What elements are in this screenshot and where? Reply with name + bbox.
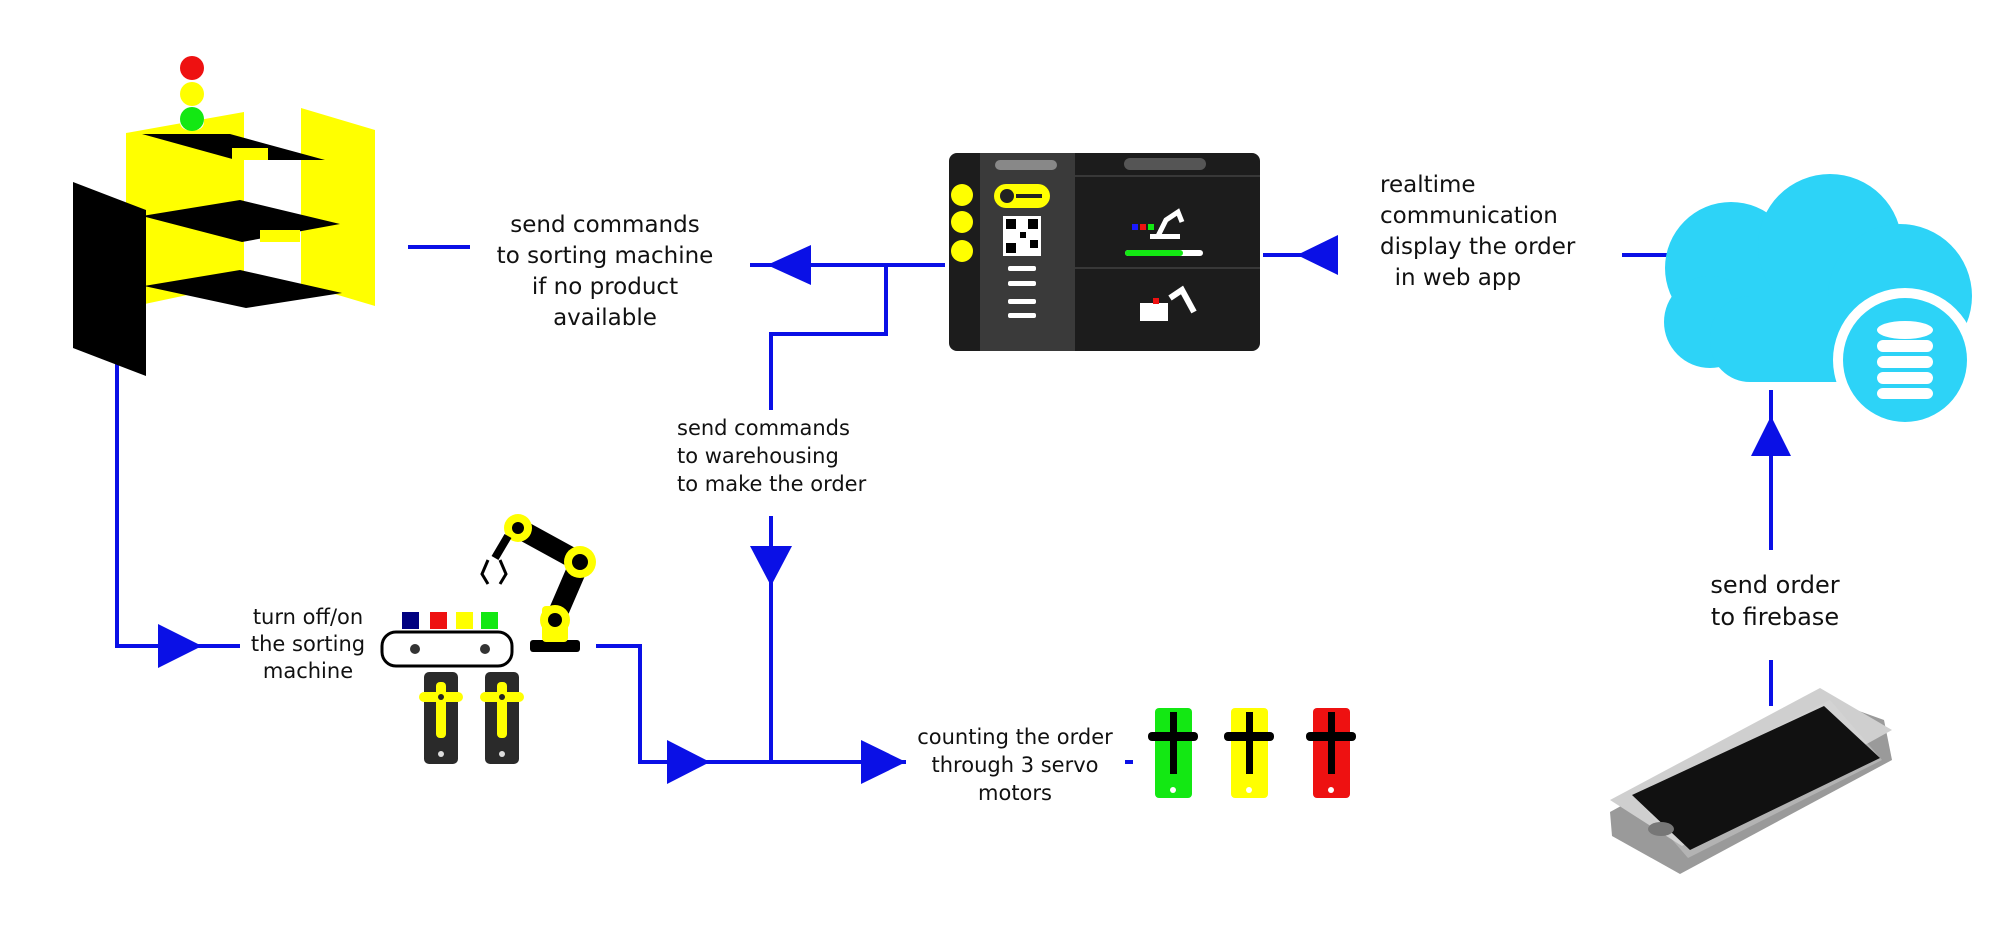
arrowhead-to-toggle [158,624,202,668]
label-counting-order: counting the order through 3 servo motor… [917,725,1113,805]
arrowhead-to-counting [861,740,906,784]
label-realtime-communication: realtime communication display the order… [1380,172,1576,291]
arrowheads [158,235,1791,784]
label-send-commands-warehousing: send commands to warehousing to make the… [677,416,867,496]
warehouse-machine-icon [73,108,375,376]
servo-red [1306,708,1356,798]
servo-yellow [1224,708,1274,798]
label-turn-off-on: turn off/on the sorting machine [250,605,366,683]
servo-motor-icon [1148,708,1356,798]
label-send-commands-sorting: send commands to sorting machine if no p… [496,212,714,331]
flow-line-warehouse-to-toggle [115,362,240,648]
flow-line-dashboard-to-warehousing [769,265,888,410]
arrowhead-to-sorting [767,245,811,285]
flow-line-sorting-to-counting [596,644,906,764]
servo-green [1148,708,1198,798]
arrowhead-to-cloud [1751,416,1791,456]
smartphone-icon [1610,688,1892,874]
sorting-conveyor-icon [380,612,524,764]
label-send-order: send order to firebase [1710,571,1840,631]
arrowhead-merge [667,740,710,784]
database-icon [1877,321,1933,399]
arrowhead-to-warehousing [750,546,792,586]
arrowhead-to-dashboard [1297,235,1338,275]
traffic-light-icon [180,46,204,131]
cloud-database-icon [1664,174,1977,432]
robot-arm-icon [480,514,596,652]
web-app-dashboard-icon [949,153,1260,351]
